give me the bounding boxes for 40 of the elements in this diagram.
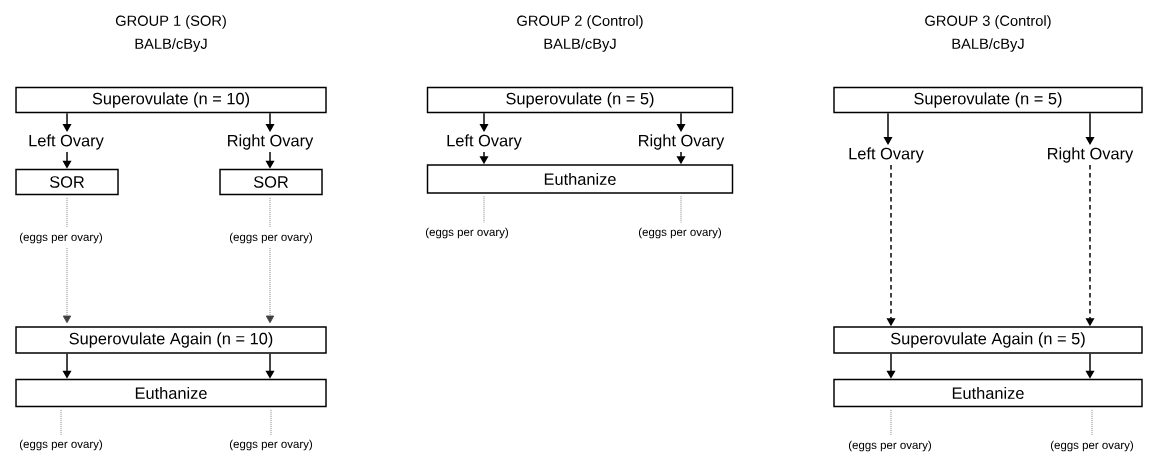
result-note: (eggs per ovary) (638, 227, 721, 239)
group-heading: BALB/cByJ (544, 38, 616, 52)
step-label: Left Ovary (447, 134, 522, 150)
step-label: Right Ovary (1048, 147, 1134, 163)
process-box: SOR (219, 168, 323, 196)
connector-line (1091, 409, 1093, 437)
result-note: (eggs per ovary) (20, 439, 103, 451)
result-note: (eggs per ovary) (426, 227, 509, 239)
connector-line (890, 409, 892, 437)
process-box: Euthanize (15, 378, 327, 408)
process-box: Euthanize (426, 164, 734, 194)
arrow (62, 247, 72, 324)
group-heading: GROUP 1 (SOR) (115, 15, 226, 29)
connector-line (66, 197, 68, 229)
process-box: SOR (15, 168, 119, 196)
group-heading: GROUP 3 (Control) (925, 15, 1051, 29)
process-box: Superovulate Again (n = 10) (15, 326, 327, 354)
result-note: (eggs per ovary) (230, 232, 313, 244)
result-note: (eggs per ovary) (20, 232, 103, 244)
arrow (265, 247, 275, 324)
process-box: Superovulate Again (n = 5) (833, 326, 1143, 354)
result-note: (eggs per ovary) (1050, 440, 1133, 452)
group-heading: BALB/cByJ (952, 38, 1024, 52)
step-label: Left Ovary (29, 134, 104, 150)
process-box: Superovulate (n = 5) (426, 86, 734, 114)
process-box: Superovulate (n = 10) (15, 86, 327, 114)
step-label: Left Ovary (849, 147, 924, 163)
process-box: Euthanize (833, 378, 1143, 408)
step-label: Right Ovary (639, 134, 725, 150)
connector-line (270, 409, 272, 436)
connector-line (269, 197, 271, 229)
result-note: (eggs per ovary) (230, 439, 313, 451)
group-heading: GROUP 2 (Control) (517, 15, 643, 29)
result-note: (eggs per ovary) (848, 440, 931, 452)
group-heading: BALB/cByJ (135, 38, 207, 52)
process-box: Superovulate (n = 5) (833, 86, 1143, 114)
connector-line (680, 196, 682, 224)
connector-line (483, 196, 485, 224)
connector-line (60, 409, 62, 436)
step-label: Right Ovary (228, 134, 314, 150)
